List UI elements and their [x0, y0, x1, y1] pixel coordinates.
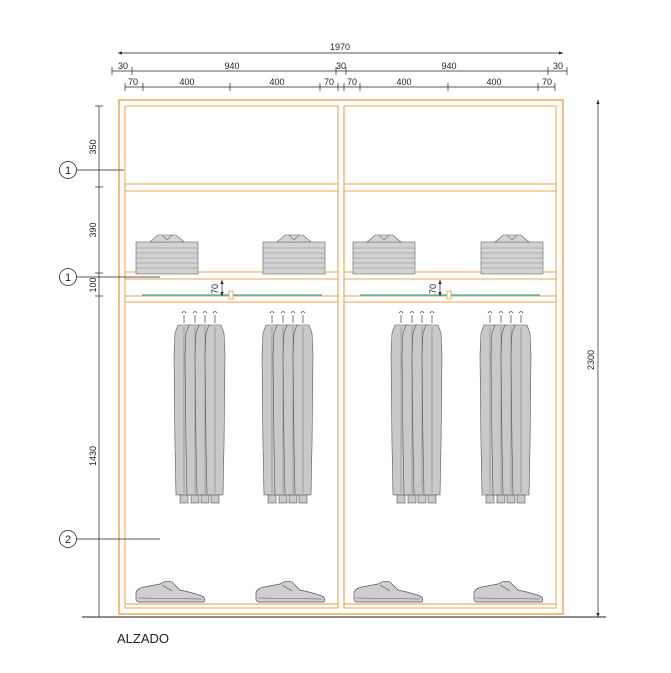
wardrobe-carcass: [118, 99, 564, 615]
folded-stack-2: [262, 234, 326, 275]
overall-height-label: 2300: [586, 350, 596, 370]
vertical-lower-label: 1430: [88, 446, 98, 466]
shoe-1: [135, 580, 206, 603]
row3-label-c: 400: [269, 77, 284, 87]
callout-label-middle-shelf: 1: [65, 272, 71, 284]
garment: [510, 311, 532, 504]
callout-circle-middle-shelf: [59, 268, 77, 286]
row3-label-d: 70: [324, 77, 334, 87]
folded-stack-1: [135, 234, 199, 275]
overall-width-label: 1970: [330, 42, 350, 52]
row2-side-right-label: 30: [553, 61, 563, 71]
row3-label-a: 70: [128, 77, 138, 87]
left-rod-light: [228, 290, 234, 300]
row3-label-f: 400: [396, 77, 411, 87]
right-middle-shelf: [343, 271, 557, 280]
callout-circle-hanging-area: [59, 530, 77, 548]
garment: [421, 311, 443, 504]
drawing-title: ALZADO: [117, 631, 169, 646]
row3-label-b: 400: [179, 77, 194, 87]
row3-label-h: 70: [542, 77, 552, 87]
callouts: 1 1 2: [59, 161, 160, 548]
hanging-rods: 70 70: [142, 280, 540, 300]
vertical-top-label: 350: [88, 139, 98, 154]
top-dimensions: 1970 30 940 30 940 30 70 400 400 70 70 4…: [111, 42, 568, 91]
row3-label-g: 400: [486, 77, 501, 87]
folded-stack-3: [352, 234, 416, 275]
row2-middle-label: 30: [336, 61, 346, 71]
shoes: [135, 580, 544, 603]
right-vertical-dimension: 2300: [586, 100, 600, 617]
folded-clothes: [135, 234, 544, 275]
shoe-2: [255, 580, 326, 603]
right-rod-offset-label: 70: [428, 284, 438, 294]
vertical-upper-label: 390: [88, 222, 98, 237]
right-top-shelf: [343, 183, 557, 192]
outer-frame: [118, 99, 564, 615]
callout-label-top-shelf: 1: [65, 165, 71, 177]
garment: [204, 311, 226, 504]
hanging-garments: [173, 311, 532, 504]
left-vertical-dimensions: 350 390 100 1430: [88, 105, 103, 618]
left-rod-offset-label: 70: [210, 284, 220, 294]
row2-bay-left-label: 940: [224, 61, 239, 71]
shoe-3: [353, 580, 424, 603]
callout-label-hanging-area: 2: [65, 534, 71, 546]
garment: [292, 311, 314, 504]
row2-bay-right-label: 940: [441, 61, 456, 71]
left-top-shelf: [124, 183, 339, 192]
right-rod-light: [446, 290, 452, 300]
left-middle-shelf: [124, 271, 339, 280]
row2-side-left-label: 30: [118, 61, 128, 71]
folded-stack-4: [480, 234, 544, 275]
vertical-shelf-label: 100: [88, 277, 98, 292]
callout-circle-top-shelf: [59, 161, 77, 179]
row3-label-e: 70: [347, 77, 357, 87]
shoe-4: [473, 580, 544, 603]
